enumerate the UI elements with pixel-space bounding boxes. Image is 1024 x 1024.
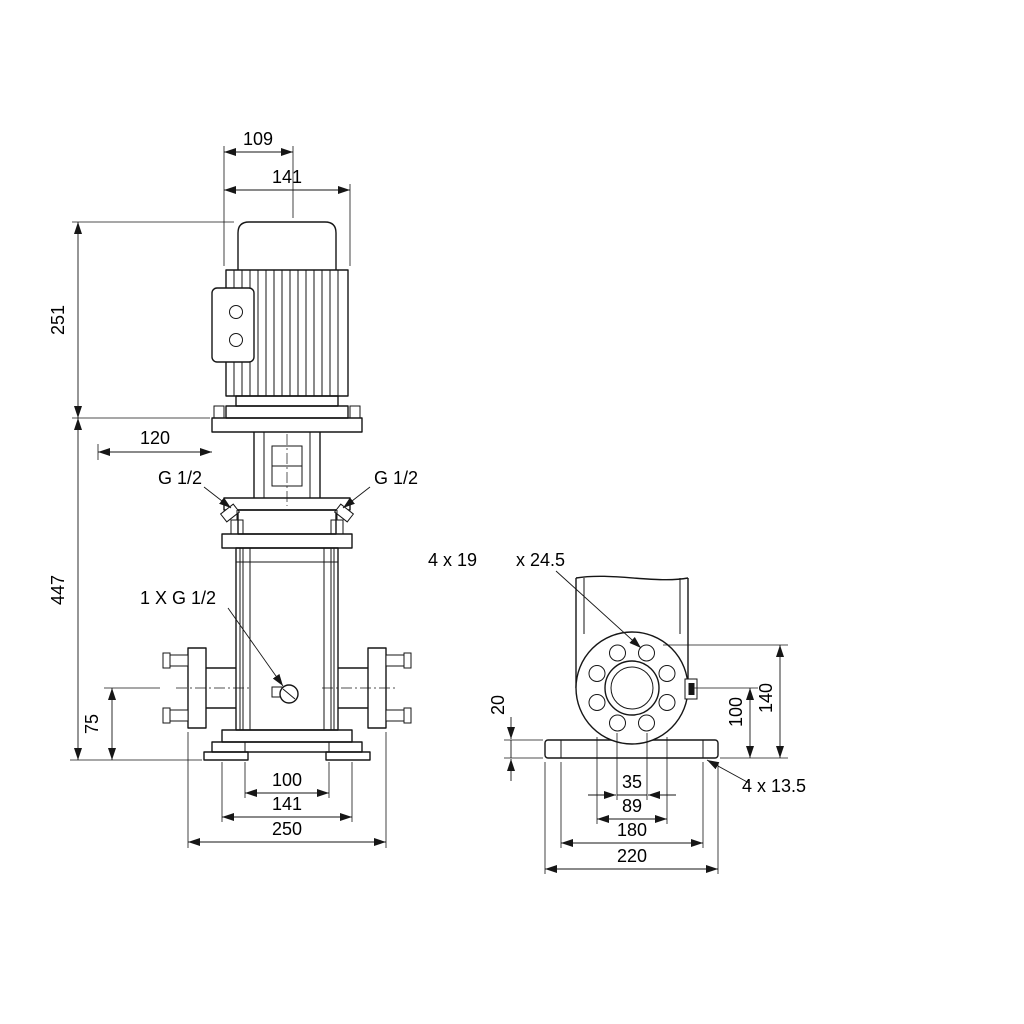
port-right-leader [342,486,371,509]
dim-89-label: 89 [622,796,642,816]
flange-counterbore-label: x 24.5 [516,550,565,570]
port-plug-right [333,503,355,523]
port-plug-left [219,503,241,523]
dim-100-bottom-label: 100 [272,770,302,790]
staybolts [239,548,335,730]
dim-75-label: 75 [82,714,102,734]
flange-holes-leader [555,570,642,649]
port-left-leader [203,486,232,509]
motor-stool [211,405,363,511]
port-left-label: G 1/2 [158,468,202,488]
dim-220-label: 220 [617,846,647,866]
flange-face [575,631,698,745]
drain-plug [271,684,299,704]
dim-100-side-label: 100 [726,697,746,727]
dim-141-bottom-label: 141 [272,794,302,814]
side-view-dimensions: 4 x 19 x 24.5 20 100 140 4 x 13.5 35 89 … [428,550,806,874]
base-holes-leader [706,759,750,784]
dim-35-label: 35 [622,772,642,792]
terminal-box [211,287,255,363]
dim-250-label: 250 [272,819,302,839]
staybolt-nut-left [230,519,244,535]
staybolt-nut-right [330,519,344,535]
side-view [544,575,719,759]
flange-holes-label: 4 x 19 [428,550,477,570]
pump-column [575,575,689,688]
drain-leader [227,607,284,687]
port-right-label: G 1/2 [374,468,418,488]
dim-120-label: 120 [140,428,170,448]
drain-port-label: 1 X G 1/2 [140,588,216,608]
dim-141-top-label: 141 [272,167,302,187]
suction-flange [162,647,236,729]
dim-109-label: 109 [243,129,273,149]
dim-447-label: 447 [48,575,68,605]
dim-251-label: 251 [48,305,68,335]
pump-base [203,729,371,761]
front-view [162,221,412,761]
front-view-dimensions: 109 141 251 120 447 75 G 1/2 G 1/2 1 X G… [48,129,418,848]
pump-head [219,503,355,549]
base-holes-label: 4 x 13.5 [742,776,806,796]
dim-140-side-label: 140 [756,683,776,713]
dim-180-label: 180 [617,820,647,840]
dim-20-label: 20 [488,695,508,715]
